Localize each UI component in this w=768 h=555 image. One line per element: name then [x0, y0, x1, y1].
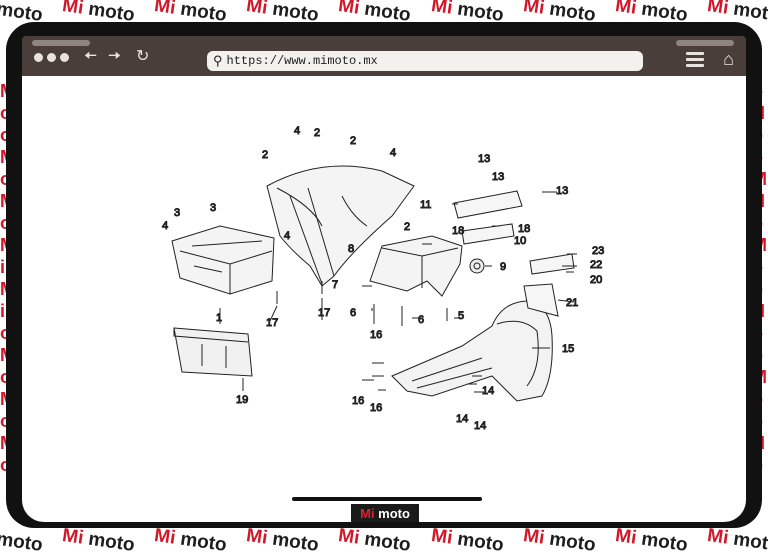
tab-indicator	[32, 40, 90, 46]
callout-label: 1	[216, 312, 222, 324]
callout-label: 19	[236, 394, 248, 406]
callout-label: 17	[266, 317, 278, 329]
callout-label: 2	[314, 127, 320, 139]
callout-label: 15	[562, 343, 574, 355]
callout-label: 16	[352, 395, 364, 407]
address-bar[interactable]: ⚲ https://www.mimoto.mx	[207, 51, 643, 71]
mud-flap	[173, 327, 253, 377]
callout-label: 2	[404, 221, 410, 233]
parts-diagram: 1 2 2 2 2 3 3 4 4 4 4 5 6 6 7 8 9 10 11 …	[162, 125, 605, 433]
callout-label: 3	[210, 202, 216, 214]
callout-label: 14	[474, 420, 486, 432]
window-dots	[34, 53, 69, 62]
plate-holder	[453, 190, 523, 219]
callout-label: 18	[452, 225, 464, 237]
menu-icon[interactable]	[686, 52, 704, 70]
callout-label: 13	[556, 185, 568, 197]
back-arrow-icon[interactable]: 🠤	[84, 48, 98, 65]
watermark-row: Mi moto Mi moto Mi moto Mi moto Mi moto …	[0, 525, 768, 555]
reflector-bracket	[529, 253, 575, 275]
callout-label: 7	[332, 279, 338, 291]
callout-label: 21	[566, 297, 578, 309]
rear-fender	[266, 165, 415, 287]
callout-label: 4	[162, 220, 168, 232]
callout-label: 22	[590, 259, 602, 271]
callout-label: 16	[370, 329, 382, 341]
watermark-row: Mi moto Mi moto Mi moto Mi moto Mi moto …	[0, 0, 768, 26]
battery-box	[171, 225, 275, 295]
license-bracket	[369, 235, 463, 297]
callout-label: 13	[492, 171, 504, 183]
callout-label: 4	[294, 125, 300, 137]
home-indicator-bar	[292, 497, 482, 501]
url-text: https://www.mimoto.mx	[226, 54, 378, 68]
mimoto-logo: Mi moto	[351, 504, 419, 522]
reload-icon[interactable]: ↻	[136, 48, 150, 65]
browser-toolbar: 🠤 🠦 ↻ ⚲ https://www.mimoto.mx ⌂	[22, 36, 746, 76]
callout-label: 2	[262, 149, 268, 161]
callout-label: 4	[390, 147, 396, 159]
tab-indicator	[676, 40, 734, 46]
rubber-grommet	[469, 258, 485, 274]
callout-label: 8	[348, 243, 354, 255]
tail-housing	[391, 300, 553, 402]
callout-label: 17	[318, 307, 330, 319]
callout-label: 6	[350, 307, 356, 319]
callout-label: 13	[478, 153, 490, 165]
callout-label: 18	[518, 223, 530, 235]
callout-label: 6	[418, 314, 424, 326]
callout-label: 14	[456, 413, 468, 425]
callout-label: 9	[500, 261, 506, 273]
callout-label: 2	[350, 135, 356, 147]
search-icon: ⚲	[213, 53, 223, 68]
forward-arrow-icon[interactable]: 🠦	[108, 48, 122, 65]
callout-label: 3	[174, 207, 180, 219]
callout-label: 5	[458, 310, 464, 322]
callout-label: 23	[592, 245, 604, 257]
callout-label: 11	[420, 199, 431, 211]
callout-label: 10	[514, 235, 526, 247]
callout-label: 16	[370, 402, 382, 414]
page-content: 1 2 2 2 2 3 3 4 4 4 4 5 6 6 7 8 9 10 11 …	[22, 76, 746, 522]
callout-label: 14	[482, 385, 494, 397]
callout-label: 4	[284, 230, 290, 242]
callout-label: 20	[590, 274, 602, 286]
home-icon[interactable]: ⌂	[723, 49, 734, 69]
